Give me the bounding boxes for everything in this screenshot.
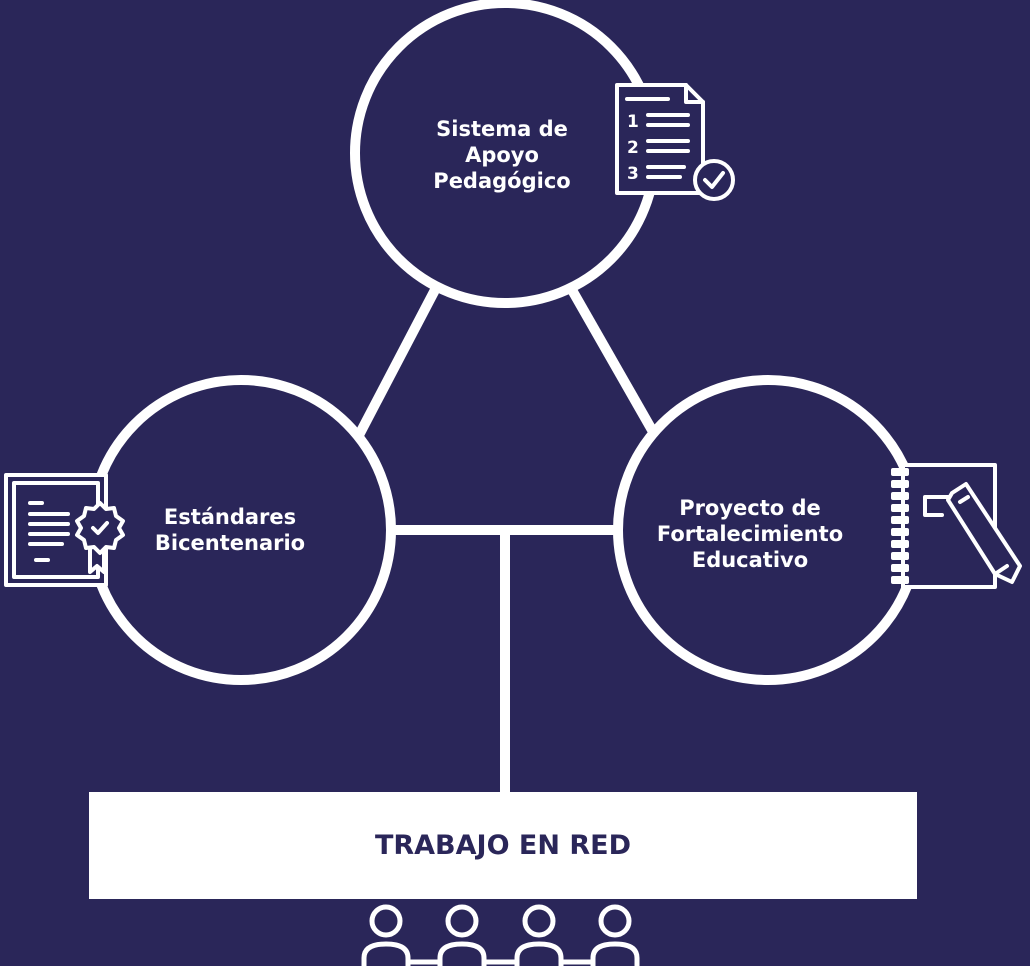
certificate-icon: [4, 473, 125, 587]
node-label-line: Apoyo: [465, 142, 539, 167]
connectors: [353, 285, 661, 795]
checklist-number: 3: [627, 164, 639, 184]
node-label-line: Fortalecimiento: [656, 521, 844, 546]
notebook-pencil-icon: [891, 463, 1022, 589]
person-icon: [361, 904, 411, 966]
node-label-estandares: Estándares Bicentenario: [130, 490, 330, 570]
people-network-icon: [361, 904, 640, 966]
connector-top-left: [353, 285, 441, 440]
node-label-line: Estándares: [163, 504, 297, 529]
numbered-checklist-icon: 1 2 3: [615, 83, 735, 201]
node-label-line: Bicentenario: [154, 531, 306, 555]
network-box: TRABAJO EN RED: [89, 792, 917, 899]
connector-top-right: [567, 287, 661, 440]
node-label-line: Sistema de: [436, 116, 568, 141]
node-label-sistema-apoyo: Sistema de Apoyo Pedagógico: [412, 100, 592, 210]
node-label-proyecto: Proyecto de Fortalecimiento Educativo: [650, 478, 850, 590]
person-icon: [437, 904, 487, 966]
node-label-line: Proyecto de: [679, 495, 821, 520]
node-label-line: Educativo: [691, 548, 809, 573]
person-icon: [590, 904, 640, 966]
node-label-line: Pedagógico: [433, 169, 571, 194]
checklist-number: 2: [627, 138, 639, 158]
person-icon: [514, 904, 564, 966]
network-label: TRABAJO EN RED: [374, 830, 632, 861]
checklist-number: 1: [627, 112, 639, 132]
